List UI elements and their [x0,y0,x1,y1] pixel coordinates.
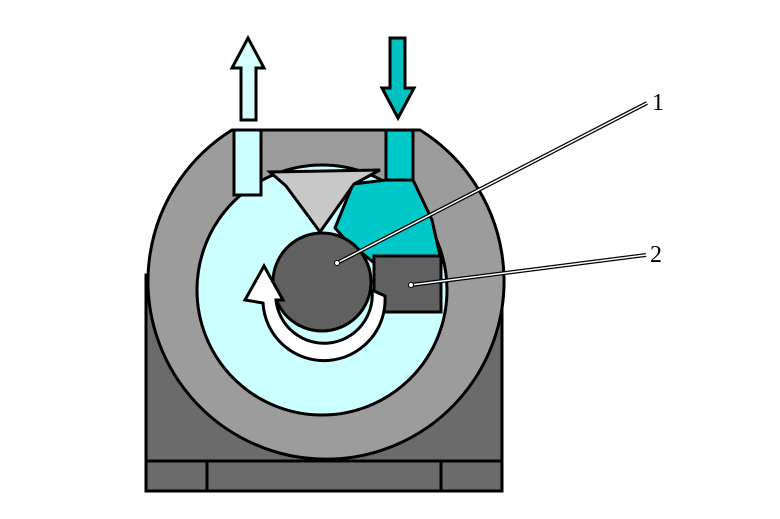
leader-line-2-inner [410,254,647,286]
callout-label-2: 2 [650,242,662,268]
rotation-arrow [242,262,387,363]
leader-dot-1 [334,260,340,266]
rotor [271,231,373,333]
separator-vane [266,168,381,235]
outflow-arrow [229,34,267,122]
intake-arrow [379,36,417,122]
leader-line-1-inner [336,102,648,264]
outlet-channel [232,128,263,197]
callout-label-1: 1 [652,90,664,116]
leader-dot-2 [408,282,414,288]
